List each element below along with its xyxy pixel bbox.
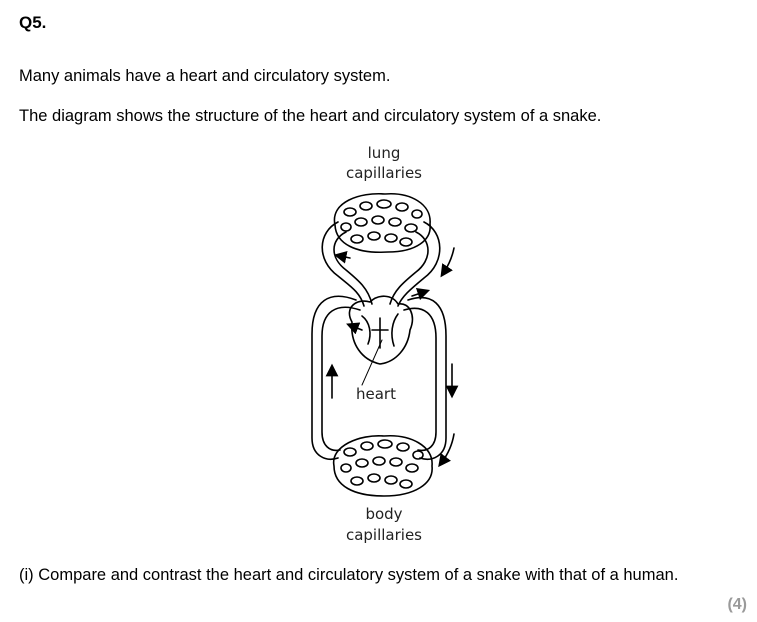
flow-arrows [325, 247, 459, 468]
lung-label-line1: lung [368, 144, 401, 162]
question-number: Q5. [19, 13, 47, 32]
diagram-caption: The diagram shows the structure of the h… [19, 107, 602, 125]
intro-text: Many animals have a heart and circulator… [19, 67, 391, 85]
arrow-lung-return [440, 247, 455, 278]
heart-label: heart [356, 385, 396, 403]
pulmonary-vessels [321, 221, 441, 307]
arrow-into-heart [411, 287, 431, 301]
part-i-text: Compare and contrast the heart and circu… [38, 566, 679, 584]
lung-capillaries [333, 192, 431, 254]
lung-label-line2: capillaries [346, 164, 422, 182]
body-capillaries [333, 435, 433, 497]
heart [348, 295, 414, 365]
heart-pointer-line [361, 339, 383, 386]
part-i-marks: (4) [727, 596, 747, 613]
part-i-label: (i) [19, 566, 34, 584]
body-label-line2: capillaries [346, 526, 422, 544]
arrow-body-return [438, 433, 455, 468]
arrow-heart-inner [346, 322, 363, 335]
arrow-lung-out [333, 250, 351, 264]
part-i-question: (i) Compare and contrast the heart and c… [19, 566, 678, 585]
body-label-line1: body [365, 505, 402, 523]
